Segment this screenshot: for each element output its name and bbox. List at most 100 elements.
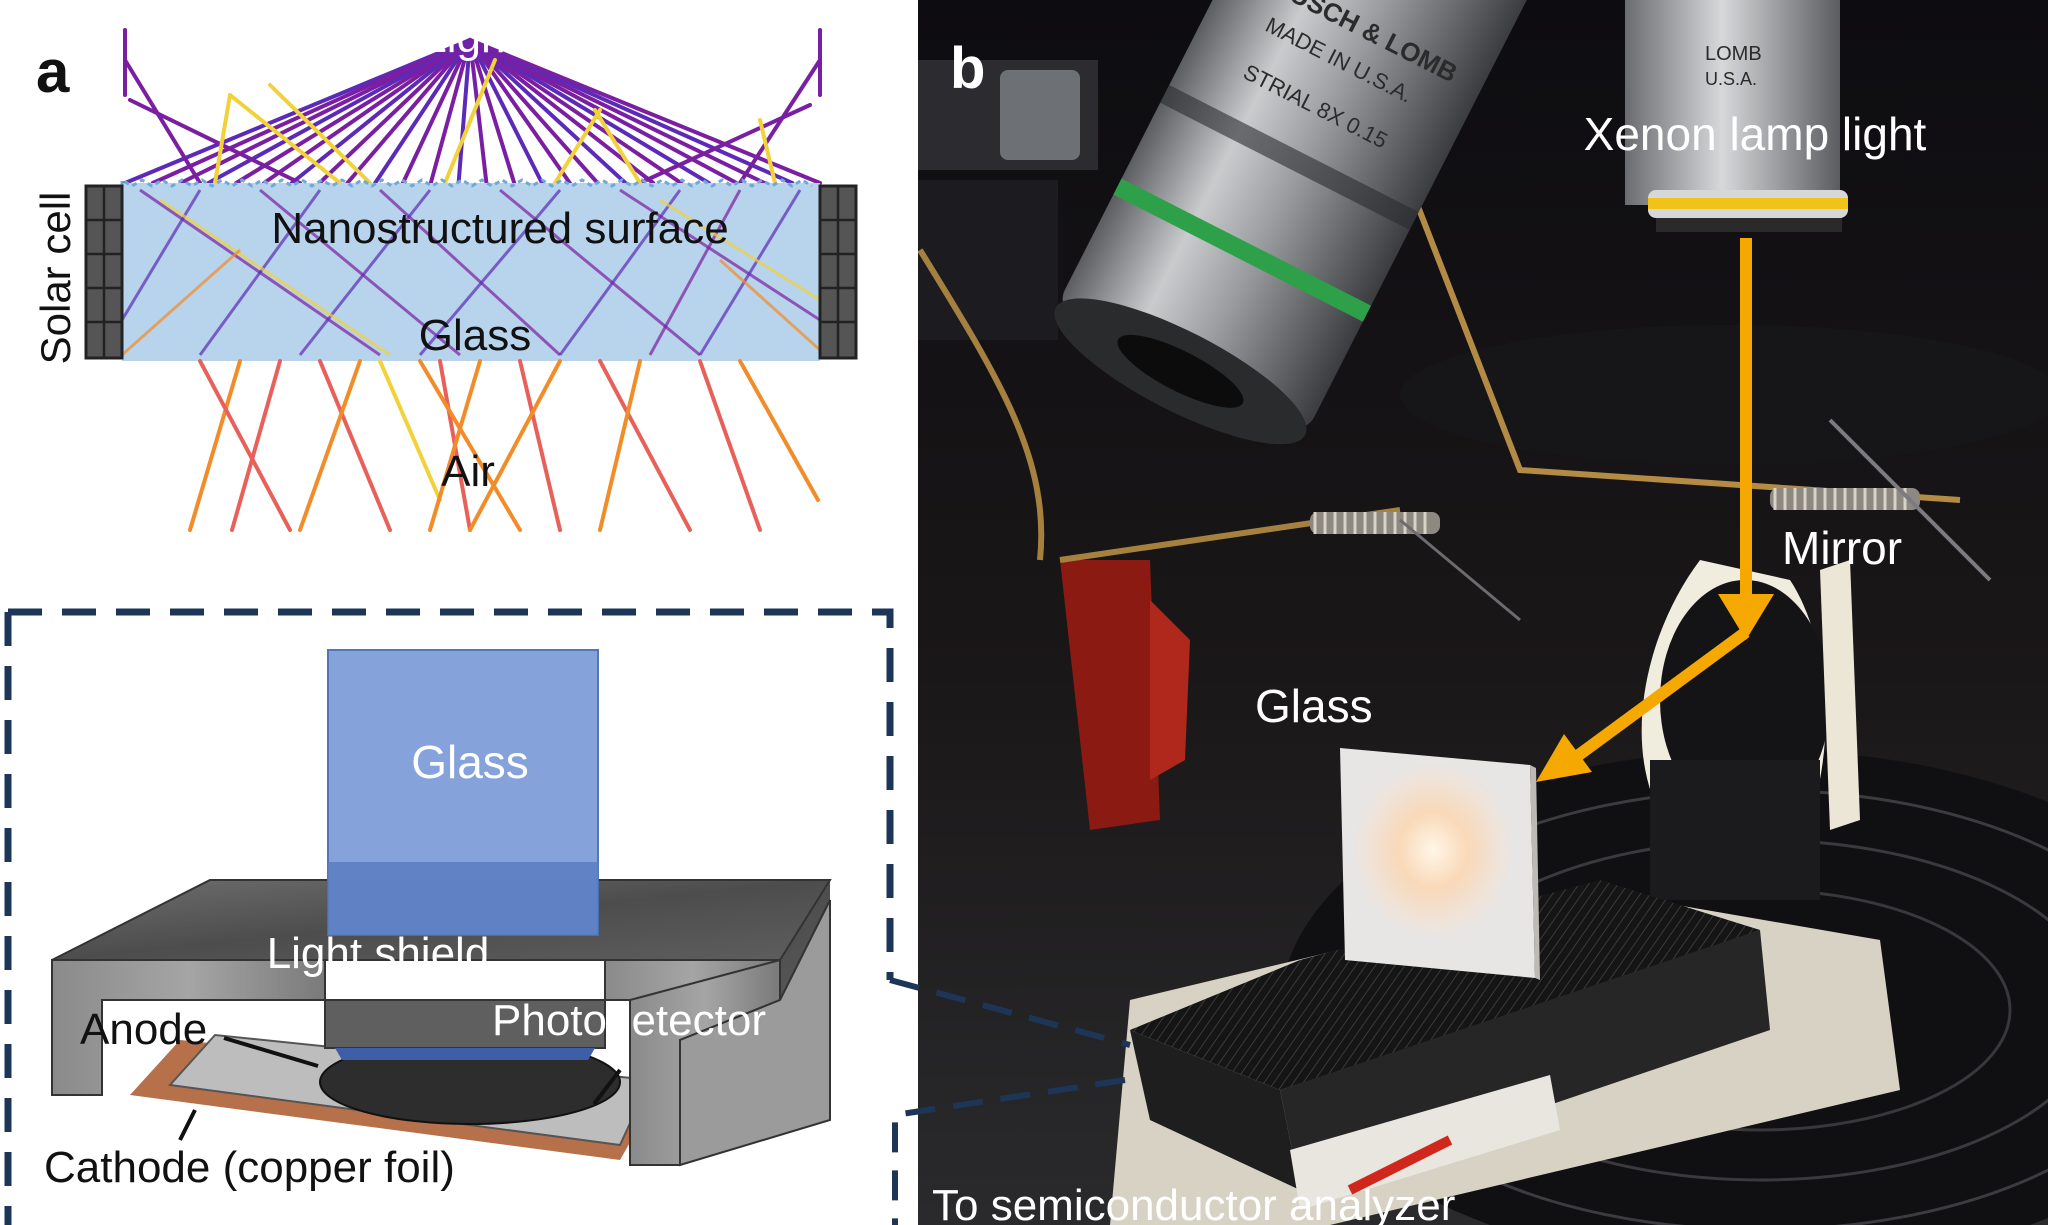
transmitted-ray xyxy=(378,359,442,502)
internal-ray xyxy=(619,188,821,322)
incident-ray xyxy=(468,38,544,185)
transmitted-rays xyxy=(188,359,820,532)
glass-plate-lower xyxy=(328,862,598,935)
internal-ray xyxy=(648,189,742,356)
solar-cell-right xyxy=(818,184,858,360)
cathode-leader xyxy=(178,1109,197,1141)
surface-label: Nanostructured surface xyxy=(271,204,728,253)
photodetector-label: Photodetector xyxy=(492,996,766,1045)
reflected-ray xyxy=(213,93,232,185)
red-clamp xyxy=(1060,560,1160,830)
incident-ray xyxy=(234,38,472,185)
objective-lens-right: LOMB U.S.A. xyxy=(1625,0,1848,232)
transmitted-ray xyxy=(738,359,820,502)
glass-label-photo: Glass xyxy=(1255,680,1373,732)
panel-a-letter: a xyxy=(36,38,70,105)
glass-label-a: Glass xyxy=(419,311,531,360)
anode-label: Anode xyxy=(80,1005,207,1054)
light-label: Light xyxy=(422,13,517,62)
internal-ray xyxy=(418,189,562,356)
sample-box xyxy=(1110,880,1900,1225)
internal-ray xyxy=(718,258,822,352)
anode-block xyxy=(324,999,606,1049)
incident-ray xyxy=(150,38,472,185)
light-shield-label: Light shield xyxy=(267,929,490,978)
inset-schematic: Glass Light shield Anode Photodetector C… xyxy=(4,608,1131,1225)
incident-ray xyxy=(468,38,572,185)
transmitted-ray xyxy=(598,359,642,532)
incident-ray xyxy=(468,38,656,185)
internal-ray xyxy=(120,189,202,321)
incident-ray xyxy=(428,38,472,185)
incident-ray xyxy=(289,38,472,185)
reflected-ray xyxy=(553,108,602,185)
incident-ray xyxy=(401,38,472,185)
callout-line-upper xyxy=(889,977,1131,1048)
nanostructured-edge xyxy=(120,177,813,188)
solar-cell-label: Solar cell xyxy=(32,192,79,365)
transmitted-ray xyxy=(298,359,362,532)
internal-ray xyxy=(121,248,241,357)
internal-ray xyxy=(159,198,391,357)
incident-ray xyxy=(738,58,822,185)
photodetector-leader xyxy=(592,1068,622,1106)
incident-ray xyxy=(456,38,472,185)
anode-blue-layer xyxy=(335,1048,595,1060)
internal-ray xyxy=(558,189,682,356)
transmitted-ray xyxy=(198,359,292,532)
internal-rays xyxy=(120,188,822,357)
lens-right-origin-text: U.S.A. xyxy=(1705,69,1757,89)
rail-shadow xyxy=(918,180,1058,340)
cathode-label: Cathode (copper foil) xyxy=(44,1143,455,1192)
light-shield-side xyxy=(679,899,831,1167)
spring-left xyxy=(1310,512,1440,534)
incident-ray xyxy=(262,38,472,185)
transmitted-ray xyxy=(318,359,392,532)
reflected-ray xyxy=(268,83,372,185)
incident-ray xyxy=(468,38,600,185)
red-wire xyxy=(1347,1135,1453,1195)
spring-right xyxy=(1770,488,1920,510)
inset-frame xyxy=(8,608,894,980)
reflected-ray xyxy=(228,93,342,185)
lens-right-brand-text: LOMB xyxy=(1705,43,1762,65)
internal-ray xyxy=(698,189,802,356)
light-shield-left-wall xyxy=(51,959,326,1096)
incident-ray xyxy=(468,38,822,185)
panel-a-diagram: Light Nanostructured surface Glass Air S… xyxy=(32,13,858,532)
light-path-arrow xyxy=(1536,238,1774,782)
probe-needle xyxy=(1828,418,1992,582)
glass-sample xyxy=(1340,748,1540,980)
transmitted-ray xyxy=(418,359,522,532)
reflected-ray xyxy=(758,118,777,185)
transmitted-ray xyxy=(428,359,482,532)
transmitted-ray xyxy=(518,359,562,532)
incident-light-rays xyxy=(123,28,822,185)
mount-fitting xyxy=(1000,70,1080,160)
transmitted-ray xyxy=(230,359,282,532)
transmitted-ray xyxy=(698,359,762,532)
mirror-assembly xyxy=(1641,560,1860,900)
incident-ray xyxy=(638,103,812,185)
incident-ray xyxy=(468,38,517,185)
transmitted-ray xyxy=(188,359,242,532)
mirror-label: Mirror xyxy=(1782,522,1902,574)
panel-b-letter: b xyxy=(950,36,985,101)
incident-ray xyxy=(468,38,628,185)
incident-ray xyxy=(345,38,472,185)
panel-b-photo: BAUSCH & LOMB MADE IN U.S.A. STRIAL 8X 0… xyxy=(918,0,2048,1225)
incident-ray xyxy=(468,38,683,185)
incident-ray xyxy=(178,38,472,185)
objective-lens-left: BAUSCH & LOMB MADE IN U.S.A. STRIAL 8X 0… xyxy=(1054,0,1535,445)
internal-ray xyxy=(259,188,461,357)
solar-cell-left xyxy=(84,184,124,360)
incident-ray xyxy=(128,98,302,185)
incident-ray xyxy=(373,38,472,185)
transmitted-ray xyxy=(468,359,562,532)
internal-ray xyxy=(298,189,432,356)
stage-plate xyxy=(1400,325,2048,465)
lamp-label: Xenon lamp light xyxy=(1584,108,1927,160)
transmitted-ray xyxy=(598,359,692,532)
